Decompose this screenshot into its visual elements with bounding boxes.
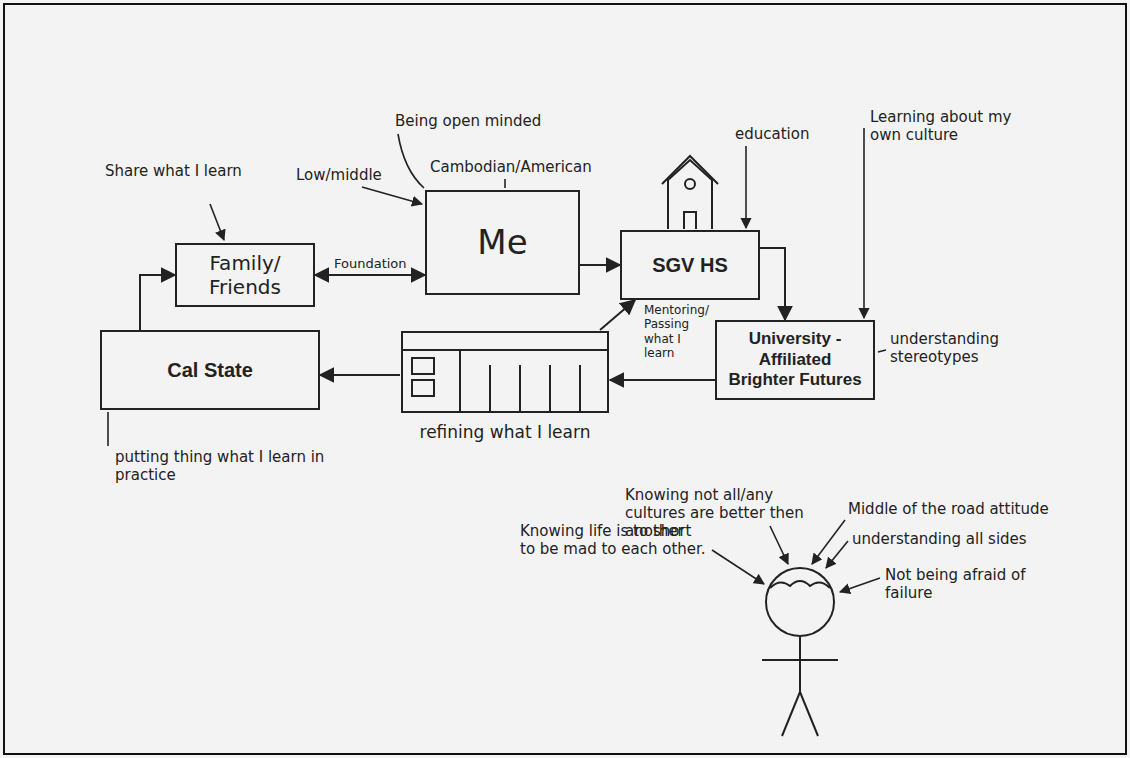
self-box: Me (425, 190, 580, 295)
university-box: Cal State (100, 330, 320, 410)
note-label: putting thing what I learn in practice (115, 448, 355, 484)
program-box: University - Affiliated Brighter Futures (715, 320, 875, 400)
flow-arrow (610, 379, 715, 381)
school-box: SGV HS (620, 230, 760, 300)
group-box: Family/ Friends (175, 243, 315, 307)
note-label: Learning about my own culture (870, 108, 1030, 144)
node-text: Cal State (167, 358, 253, 382)
building-node: refining what I learn (400, 330, 610, 442)
stick-figure (762, 568, 838, 736)
note-label: understanding stereotypes (890, 330, 1020, 366)
note-label: education (735, 125, 809, 143)
flow-arrow (140, 275, 175, 330)
edge-label: Foundation (332, 256, 409, 272)
node-text: SGV HS (652, 253, 728, 277)
edge-label: Mentoring/ Passing what I learn (642, 303, 710, 361)
flow-arrow (315, 274, 425, 276)
building-drawing (402, 332, 608, 412)
node-text: Me (477, 222, 527, 263)
school-icon (662, 156, 718, 229)
flow-arrow (760, 248, 785, 320)
node-text: Family/ Friends (185, 251, 305, 299)
flow-arrow (600, 300, 635, 330)
note-label: understanding all sides (852, 530, 1027, 548)
node-text: University - Affiliated Brighter Futures (725, 329, 865, 390)
note-label: Share what I learn (105, 162, 255, 180)
note-label: Cambodian/American (430, 158, 592, 176)
note-label: Middle of the road attitude (848, 500, 1049, 518)
leader-lines (108, 128, 886, 592)
node-text: refining what I learn (420, 422, 591, 442)
note-label: Not being afraid of failure (885, 566, 1055, 602)
flow-arrow (580, 264, 620, 266)
page-frame (4, 4, 1126, 754)
note-label: Knowing life is to short to be mad to ea… (520, 522, 710, 558)
flow-arrow (320, 374, 400, 376)
note-label: Being open minded (395, 112, 541, 130)
note-label: Low/middle (296, 166, 382, 184)
